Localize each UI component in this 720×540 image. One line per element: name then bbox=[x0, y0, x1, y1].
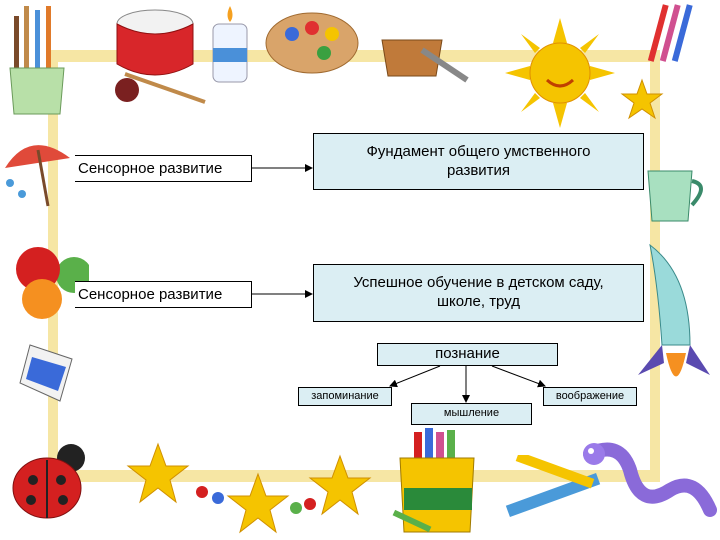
paintbrush-jar-icon bbox=[9, 6, 65, 115]
pencil-icon bbox=[505, 455, 601, 518]
row-1-result-box: Фундамент общего умственного развития bbox=[313, 133, 644, 190]
cup-icon bbox=[647, 170, 703, 222]
arrow-to-imagination bbox=[491, 365, 546, 388]
crayons-icon bbox=[647, 4, 693, 62]
mortar-icon bbox=[381, 39, 469, 83]
arrow-to-memory bbox=[389, 365, 441, 388]
rocket-icon bbox=[638, 243, 710, 377]
root-node-cognition: познание bbox=[377, 343, 558, 366]
umbrella-icon bbox=[5, 145, 70, 207]
worm-icon bbox=[583, 442, 717, 517]
drum-icon bbox=[115, 9, 206, 104]
stars-beads-icon bbox=[126, 442, 372, 534]
paint-palette-icon bbox=[265, 12, 359, 74]
paint-tube-icon bbox=[19, 344, 73, 402]
node-thinking: мышление bbox=[411, 403, 532, 425]
glue-bottle-icon bbox=[212, 6, 248, 83]
star-icon bbox=[620, 78, 664, 120]
node-memory: запоминание bbox=[298, 387, 392, 406]
sun-icon bbox=[505, 18, 615, 128]
row-2-result-box: Успешное обучение в детском саду, школе,… bbox=[313, 264, 644, 322]
row-2-label: Сенсорное развитие bbox=[75, 281, 252, 308]
node-imagination: воображение bbox=[543, 387, 637, 406]
ladybug-icon bbox=[12, 444, 85, 519]
row-1-label: Сенсорное развитие bbox=[75, 155, 252, 182]
crayon-box-icon bbox=[392, 428, 475, 533]
fruit-icon bbox=[16, 247, 89, 319]
